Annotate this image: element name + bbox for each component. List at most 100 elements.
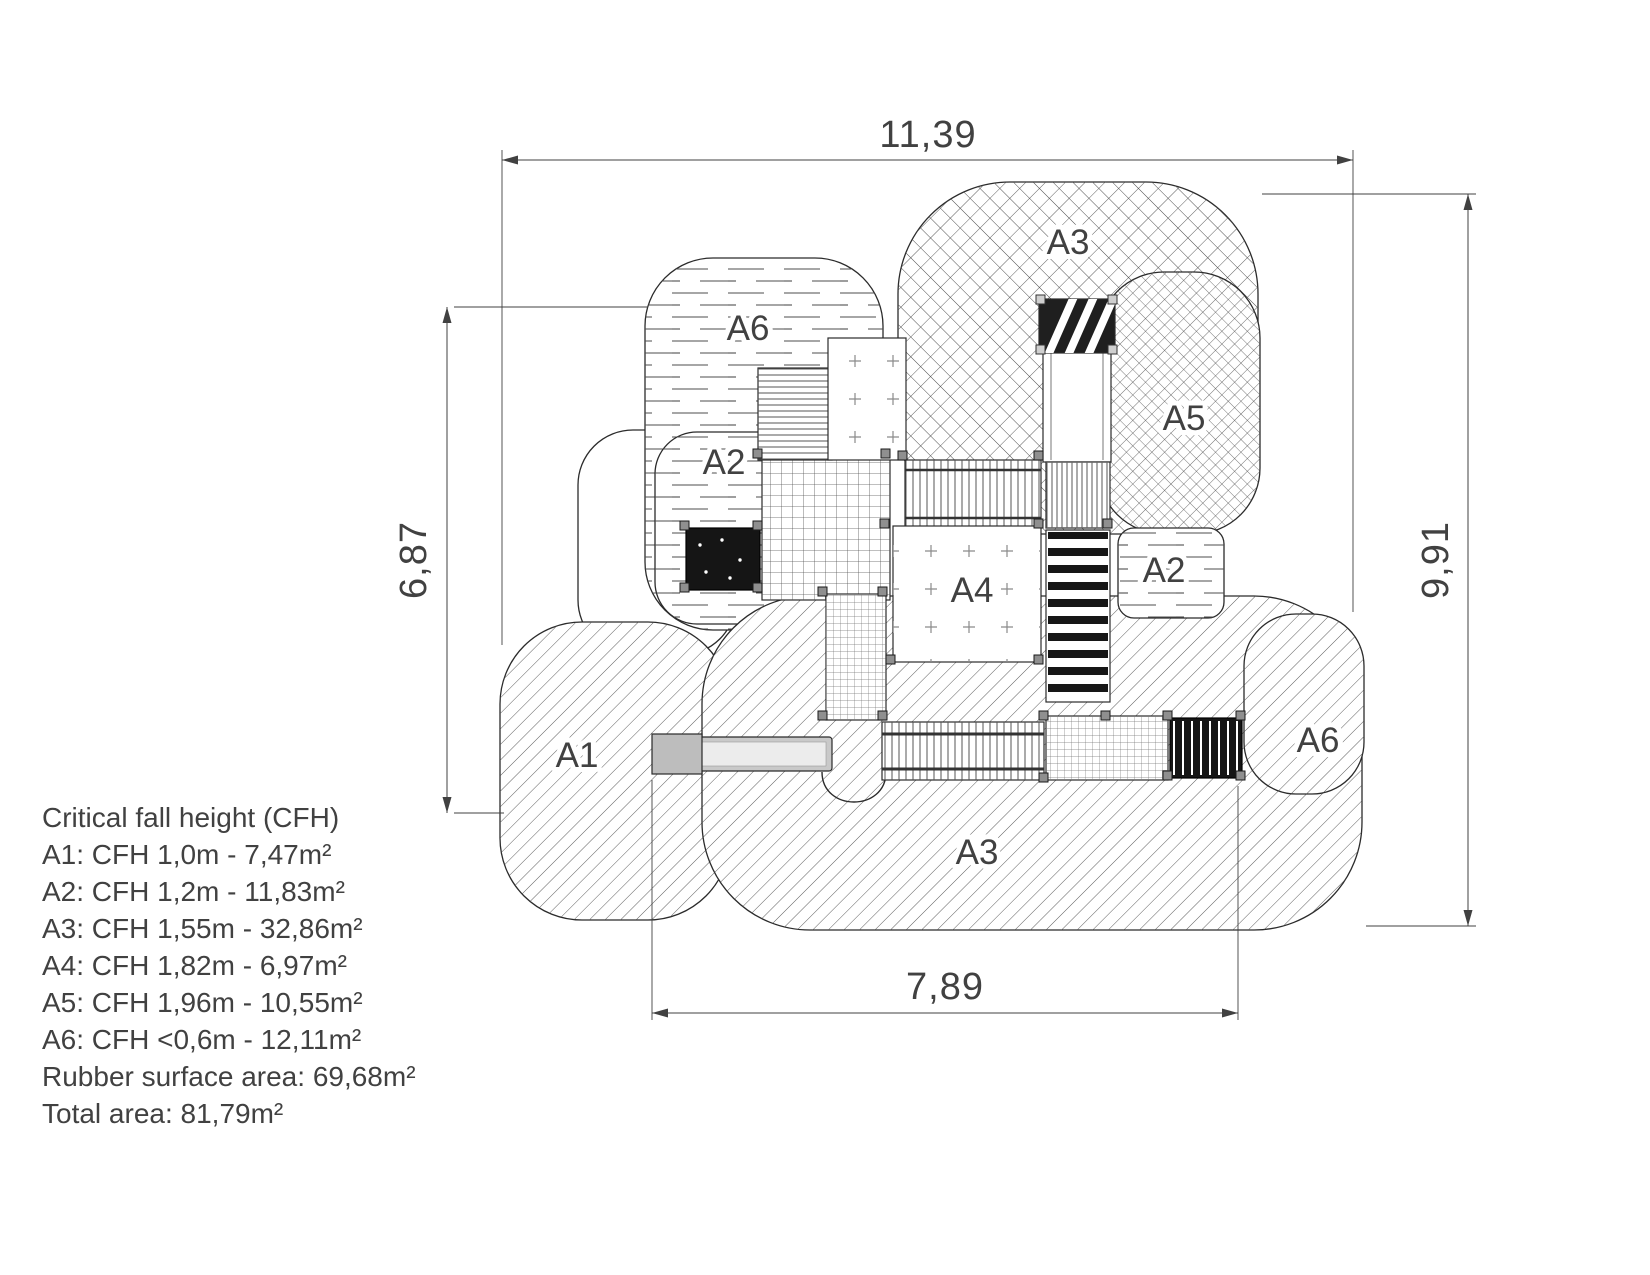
cfh-legend: Critical fall height (CFH) A1: CFH 1,0m … <box>42 799 416 1132</box>
arrowhead <box>442 307 452 323</box>
corner-post <box>752 582 763 593</box>
corner-post <box>1038 710 1049 721</box>
platform-a4 <box>892 525 1042 663</box>
zone-hatch <box>500 622 730 920</box>
zone-label-a6-top: A6 <box>727 309 770 348</box>
corner-post <box>679 520 690 531</box>
roof-post <box>1035 344 1046 355</box>
corner-post <box>1033 518 1044 529</box>
deck-grid <box>1046 716 1168 780</box>
legend-line-a6: A6: CFH <0,6m - 12,11m² <box>42 1024 362 1055</box>
roof-post <box>1107 294 1118 305</box>
zone-a1 <box>499 621 731 921</box>
platform-speck <box>698 543 702 547</box>
platform-speck <box>720 538 724 542</box>
dimension-value-right: 9,91 <box>1415 521 1457 599</box>
corner-posts <box>679 448 1246 783</box>
zone-a6-right <box>1243 613 1365 795</box>
corner-post <box>679 582 690 593</box>
corner-post <box>1235 710 1246 721</box>
bridge-slats <box>882 722 1044 780</box>
arrowhead <box>502 155 518 165</box>
zone-label-a2-right: A2 <box>1143 551 1186 590</box>
tower-outline <box>1042 349 1112 463</box>
legend-line-a1: A1: CFH 1,0m - 7,47m² <box>42 839 332 870</box>
dimension-value-top: 11,39 <box>879 114 976 156</box>
climbing-net-platform <box>761 457 891 601</box>
corner-post <box>1033 654 1044 665</box>
arrowhead <box>1463 910 1473 926</box>
ramp-treads <box>758 368 832 460</box>
fire-pole-arc <box>821 771 887 803</box>
corner-post <box>877 586 888 597</box>
corner-post <box>1235 770 1246 781</box>
zone-label-a4: A4 <box>951 571 994 610</box>
dimension-height-left: 6,87 <box>393 306 648 814</box>
grid-deck-bottom-right <box>1045 715 1169 781</box>
legend-line-a4: A4: CFH 1,82m - 6,97m² <box>42 950 347 981</box>
net-grid <box>762 458 890 600</box>
corner-post <box>817 586 828 597</box>
zone-label-a3-top: A3 <box>1047 223 1090 262</box>
platform-bars <box>1173 721 1239 775</box>
legend-line-a2: A2: CFH 1,2m - 11,83m² <box>42 876 345 907</box>
grate-deck-right <box>1045 461 1111 529</box>
zone-label-a6-right: A6 <box>1297 721 1340 760</box>
corner-post <box>1033 450 1044 461</box>
corner-post <box>1038 772 1049 783</box>
zone-a2-right <box>1117 527 1225 619</box>
arrowhead <box>652 1008 668 1018</box>
corner-post <box>880 448 891 459</box>
corner-post <box>1102 518 1113 529</box>
bridge-bottom <box>881 721 1045 781</box>
corner-post <box>1162 710 1173 721</box>
stair-ladder <box>1045 529 1111 703</box>
column-grid <box>826 594 886 720</box>
tower-body <box>1042 349 1112 463</box>
slide <box>651 733 833 775</box>
roof-post <box>1107 344 1118 355</box>
bridge-slats <box>905 460 1041 528</box>
plus-platform-top <box>827 337 907 461</box>
corner-post <box>879 518 890 529</box>
zone-hatch <box>1098 272 1260 534</box>
slide-exit <box>651 733 703 775</box>
zone-labels: A3 A6 A5 A2 A2 A4 A1 A6 A3 <box>551 218 1345 877</box>
arc-outline <box>821 771 887 803</box>
tower-striped-roof <box>1035 294 1118 355</box>
arrowhead <box>442 797 452 813</box>
ladder-rungs <box>1048 532 1108 700</box>
platform-surface <box>828 338 906 460</box>
corner-post <box>817 710 828 721</box>
arrowhead <box>1337 155 1353 165</box>
corner-post <box>1162 770 1173 781</box>
platform-speck <box>728 576 732 580</box>
corner-post <box>877 710 888 721</box>
dark-platform-left <box>685 527 761 591</box>
legend-line-a5: A5: CFH 1,96m - 10,55m² <box>42 987 363 1018</box>
platform-outline <box>685 527 761 591</box>
ladder-column <box>825 593 887 721</box>
zone-label-a1: A1 <box>556 736 599 775</box>
dimension-value-bottom: 7,89 <box>906 966 984 1008</box>
ramp-steps <box>757 367 833 461</box>
dimension-height-total: 9,91 <box>1262 193 1476 927</box>
corner-post <box>1100 710 1111 721</box>
zone-label-a5: A5 <box>1163 399 1206 438</box>
platform-speck <box>738 558 742 562</box>
zone-label-a3-bottom: A3 <box>956 833 999 872</box>
corner-post <box>885 654 896 665</box>
corner-post <box>752 448 763 459</box>
corner-post <box>752 520 763 531</box>
dimension-value-left: 6,87 <box>393 521 435 599</box>
zone-label-a2-left: A2 <box>703 443 746 482</box>
dimension-width-bottom: 7,89 <box>651 780 1239 1020</box>
legend-title: Critical fall height (CFH) <box>42 802 340 833</box>
zone-a5 <box>1097 271 1261 535</box>
arrowhead <box>1463 194 1473 210</box>
platform-speck <box>704 570 708 574</box>
legend-line-a3: A3: CFH 1,55m - 32,86m² <box>42 913 363 944</box>
legend-line-total-area: Total area: 81,79m² <box>42 1098 284 1129</box>
